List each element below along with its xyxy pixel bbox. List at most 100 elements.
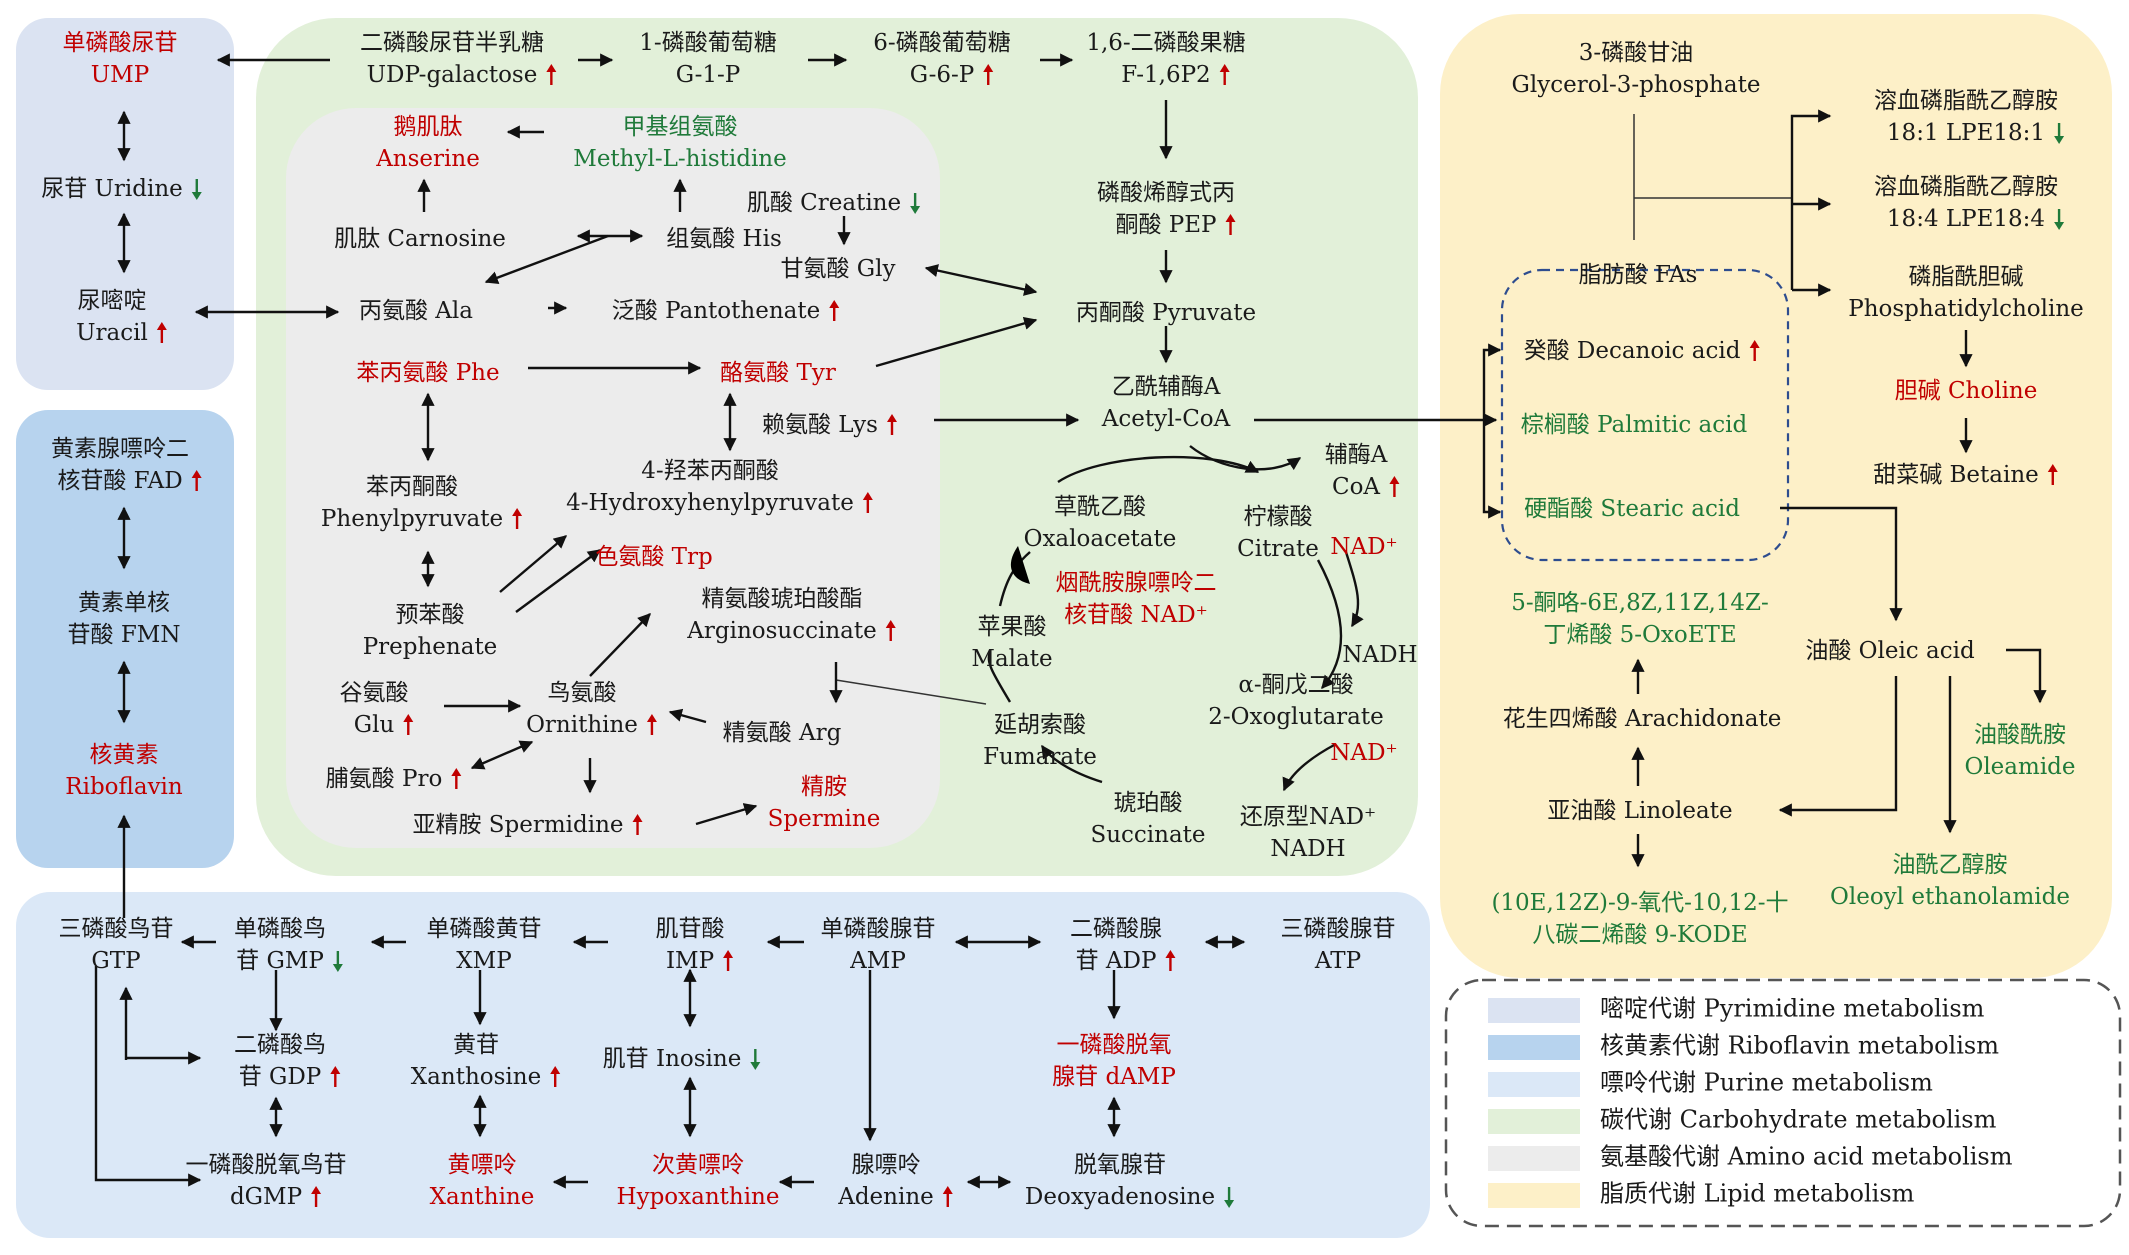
oxoglutarate-label-2: 2-Oxoglutarate xyxy=(1208,704,1384,730)
trp-label-1: 色氨酸 Trp xyxy=(595,544,712,570)
legend-item-amino: 氨基酸代谢 Amino acid metabolism xyxy=(1488,1143,2013,1171)
node-2-oxoglutarate: α-酮戊二酸 2-Oxoglutarate xyxy=(1208,672,1384,730)
oxoglutarate-label-1: α-酮戊二酸 xyxy=(1238,672,1353,698)
edge-gtp-dgmp xyxy=(94,966,202,1187)
g1p-label-2: G-1-P xyxy=(676,62,740,88)
edge-cycle-coa xyxy=(1189,445,1302,471)
pep-label-1: 磷酸烯醇式丙 xyxy=(1097,180,1235,206)
palmitic-label-1: 棕榈酸 Palmitic acid xyxy=(1521,412,1748,438)
citrate-label-2: Citrate xyxy=(1237,536,1319,562)
legend-label-lipid: 脂质代谢 Lipid metabolism xyxy=(1600,1180,1915,1208)
down-arrow-icon xyxy=(332,951,343,972)
phe-label-1: 苯丙氨酸 Phe xyxy=(356,360,499,386)
down-arrow-icon xyxy=(1224,1187,1235,1208)
gdp-label-2: 苷 GDP xyxy=(239,1064,322,1090)
region-pyrimidine xyxy=(16,18,234,390)
amp-label-1: 单磷酸腺苷 xyxy=(821,916,936,942)
gmp-label-1: 单磷酸鸟 xyxy=(234,916,326,942)
ump-label-1: 单磷酸尿苷 xyxy=(63,30,178,56)
decanoic-label-1: 癸酸 Decanoic acid xyxy=(1524,338,1741,364)
hpp-label-2: 4-Hydroxyhenylpyruvate xyxy=(566,490,854,516)
node-tyrosine: 酪氨酸 Tyr xyxy=(720,360,836,386)
pyruvate-label-1: 丙酮酸 Pyruvate xyxy=(1076,300,1256,326)
ump-label-2: UMP xyxy=(91,62,149,88)
spermidine-label-1: 亚精胺 Spermidine xyxy=(412,812,623,838)
up-arrow-icon xyxy=(191,470,202,491)
legend-label-carbohydrate: 碳代谢 Carbohydrate metabolism xyxy=(1600,1106,1997,1134)
adenine-label-2: Adenine xyxy=(837,1184,934,1210)
lpe184-label-1: 溶血磷脂酰乙醇胺 xyxy=(1874,174,2058,200)
node-betaine: 甜菜碱 Betaine xyxy=(1873,462,2058,488)
uridine-label-1: 尿苷 Uridine xyxy=(41,176,183,202)
node-nadh-2: 还原型NAD⁺NADH xyxy=(1240,804,1376,862)
up-arrow-icon xyxy=(723,950,734,971)
argsucc-label-1: 精氨酸琥珀酸酯 xyxy=(702,586,863,612)
linoleate-label-1: 亚油酸 Linoleate xyxy=(1547,798,1732,824)
edge-oleic-oleamide xyxy=(2006,648,2047,704)
legend-label-pyrimidine: 嘧啶代谢 Pyrimidine metabolism xyxy=(1600,995,1985,1023)
node-carnosine: 肌肽 Carnosine xyxy=(334,226,506,252)
inosine-label-1: 肌苷 Inosine xyxy=(603,1046,742,1072)
adp-label-2: 苷 ADP xyxy=(1076,948,1157,974)
oleamide-label-1: 油酸酰胺 xyxy=(1974,722,2066,748)
succinate-label-1: 琥珀酸 xyxy=(1114,790,1183,816)
uracil-label-1: 尿嘧啶 xyxy=(78,288,147,314)
deoxyadenosine-label-1: 脱氧腺苷 xyxy=(1074,1152,1166,1178)
down-arrow-icon xyxy=(191,179,202,200)
citrate-label-1: 柠檬酸 xyxy=(1244,504,1313,530)
oleamide-label-2: Oleamide xyxy=(1964,754,2075,780)
glycerol3p-label-1: 3-磷酸甘油 xyxy=(1579,40,1693,66)
oea-label-1: 油酰乙醇胺 xyxy=(1893,852,2008,878)
pc-label-2: Phosphatidylcholine xyxy=(1848,296,2084,322)
oxoete-label-2: 丁烯酸 5-OxoETE xyxy=(1543,622,1736,648)
oxaloacetate-label-2: Oxaloacetate xyxy=(1024,526,1177,552)
damp-label-1: 一磷酸脱氧 xyxy=(1057,1032,1172,1058)
f16p2-label-2: F-1,6P2 xyxy=(1121,62,1210,88)
arachidonate-label-1: 花生四烯酸 Arachidonate xyxy=(1503,706,1782,732)
amp-label-2: AMP xyxy=(849,948,906,974)
node-uridine: 尿苷 Uridine xyxy=(41,176,202,202)
betaine-label-1: 甜菜碱 Betaine xyxy=(1873,462,2039,488)
node-xmp: 单磷酸黄苷 XMP xyxy=(427,916,542,974)
node-palmitic-acid: 棕榈酸 Palmitic acid xyxy=(1521,412,1748,438)
node-stearic-acid: 硬酯酸 Stearic acid xyxy=(1524,496,1740,522)
xmp-label-2: XMP xyxy=(456,948,511,974)
nadh2-label-1: 还原型NAD⁺ xyxy=(1240,804,1376,830)
xmp-label-1: 单磷酸黄苷 xyxy=(427,916,542,942)
ornithine-label-2: Ornithine xyxy=(526,712,638,738)
dgmp-label-1: 一磷酸脱氧鸟苷 xyxy=(186,1152,347,1178)
glu-label-1: 谷氨酸 xyxy=(340,680,409,706)
g1p-label-1: 1-磷酸葡萄糖 xyxy=(639,30,776,56)
lpe181-label-1: 溶血磷脂酰乙醇胺 xyxy=(1874,88,2058,114)
legend-item-purine: 嘌呤代谢 Purine metabolism xyxy=(1488,1069,1933,1097)
node-arachidonate: 花生四烯酸 Arachidonate xyxy=(1503,706,1782,732)
uracil-label-2: Uracil xyxy=(76,320,148,346)
node-spermidine: 亚精胺 Spermidine xyxy=(412,812,643,838)
riboflavin-label-1: 核黄素 xyxy=(90,742,159,768)
edge-succinate-fumarate xyxy=(1041,744,1103,784)
node-nadh-1: NADH xyxy=(1342,642,1417,668)
pantothenate-label-1: 泛酸 Pantothenate xyxy=(612,298,820,324)
coa-label-2: CoA xyxy=(1332,474,1380,500)
argsucc-label-2: Arginosuccinate xyxy=(686,618,876,644)
down-arrow-icon xyxy=(2054,209,2065,230)
edge-his-ala xyxy=(484,234,609,284)
node-amp: 单磷酸腺苷 AMP xyxy=(821,916,936,974)
